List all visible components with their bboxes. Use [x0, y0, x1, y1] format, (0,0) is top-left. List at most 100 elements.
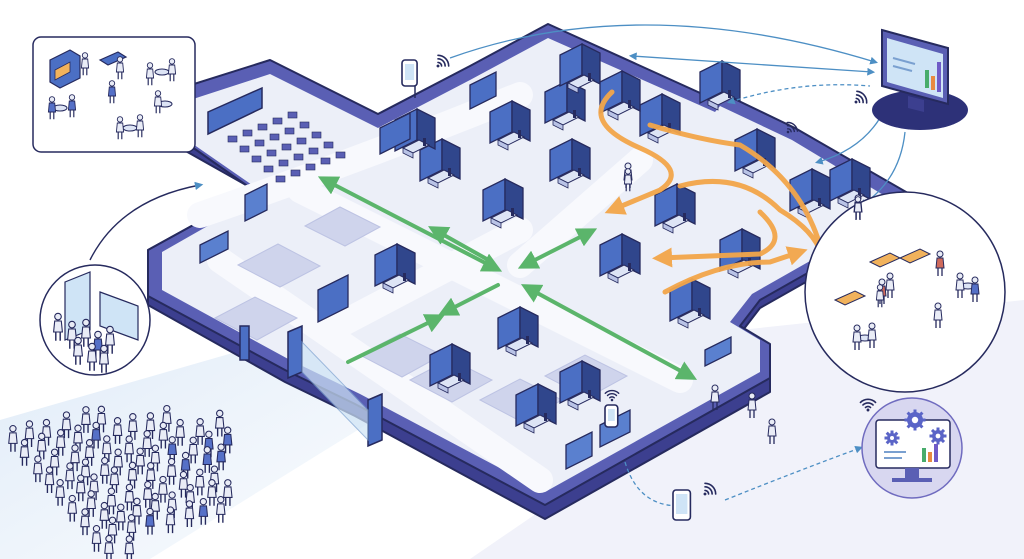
- visitor-body: [711, 392, 719, 402]
- gate-post: [288, 326, 302, 378]
- visitor-body: [56, 437, 64, 448]
- visitor-body: [854, 203, 861, 212]
- wifi-dot: [854, 100, 858, 104]
- visitor-head: [93, 422, 99, 428]
- visitor-head: [109, 81, 114, 86]
- visitor-body: [936, 258, 944, 268]
- visitor-head: [101, 345, 108, 352]
- visitor-head: [169, 437, 175, 443]
- visitor-head: [218, 444, 224, 450]
- visitor-head: [117, 117, 122, 122]
- visitor-head: [98, 406, 104, 412]
- lecture-seat: [282, 144, 291, 150]
- lecture-seat: [255, 140, 264, 146]
- visitor-head: [855, 197, 860, 202]
- visitor-head: [57, 480, 63, 486]
- visitor-body: [103, 443, 111, 454]
- entrance-crowd-callout: [40, 265, 150, 375]
- visitor-body: [146, 516, 154, 527]
- lecture-seat: [321, 158, 330, 164]
- visitor-body: [62, 419, 70, 430]
- lecture-seat: [243, 130, 252, 136]
- visitor-body: [159, 430, 167, 441]
- visitor-head: [75, 425, 81, 431]
- visitor-body: [144, 489, 152, 500]
- lecture-seat: [270, 134, 279, 140]
- visitor-head: [625, 169, 630, 174]
- data-link: [730, 85, 870, 102]
- visitor-head: [118, 504, 124, 510]
- visitor-head: [749, 393, 755, 399]
- visitor-icon: [217, 497, 225, 523]
- visitor-body: [748, 400, 756, 410]
- visitor-head: [83, 319, 90, 326]
- visitor-body: [50, 456, 58, 467]
- visitor-head: [197, 469, 203, 475]
- visitor-head: [152, 493, 158, 499]
- visitor-head: [147, 413, 153, 419]
- visitor-body: [166, 514, 174, 525]
- visitor-body: [136, 455, 144, 466]
- lecture-seat: [309, 148, 318, 154]
- lecture-seat: [273, 118, 282, 124]
- cafe-table: [155, 69, 169, 75]
- chart-bar: [937, 62, 941, 92]
- booth-display-stand: [588, 73, 591, 81]
- lecture-seat: [252, 156, 261, 162]
- visitor-head: [89, 343, 96, 350]
- booth-display-stand: [511, 208, 514, 216]
- visitor-head: [58, 430, 64, 436]
- visitor-body: [176, 427, 184, 438]
- visitor-head: [177, 419, 183, 425]
- visitor-body: [224, 487, 232, 498]
- visitor-body: [147, 470, 155, 481]
- visitor-head: [75, 337, 82, 344]
- visitor-head: [82, 459, 88, 465]
- visitor-head: [10, 426, 16, 432]
- visitor-body: [54, 321, 63, 332]
- visitor-head: [200, 498, 206, 504]
- visitor-body: [108, 87, 115, 96]
- visitor-head: [43, 419, 49, 425]
- visitor-body: [68, 101, 75, 110]
- visitor-head: [164, 405, 170, 411]
- lecture-seat: [240, 146, 249, 152]
- visitor-head: [35, 456, 41, 462]
- phone-screen: [676, 494, 687, 514]
- lecture-seat: [285, 128, 294, 134]
- booth-display-stand: [544, 413, 547, 421]
- visitor-head: [225, 480, 231, 486]
- phone-screen: [405, 64, 414, 80]
- visitor-head: [109, 517, 115, 523]
- visitor-head: [957, 273, 963, 279]
- gear-hole: [912, 417, 918, 423]
- visitor-body: [116, 123, 123, 132]
- gear-icon: [905, 410, 926, 431]
- visitor-head: [69, 95, 74, 100]
- visitor-head: [160, 422, 166, 428]
- visitor-body: [85, 447, 93, 458]
- visitor-body: [934, 310, 942, 320]
- cafe-table: [123, 125, 137, 131]
- visitor-head: [91, 474, 97, 480]
- visitor-head: [69, 495, 75, 501]
- visitor-head: [106, 536, 112, 542]
- visitor-body: [129, 421, 137, 432]
- visitor-head: [55, 313, 62, 320]
- entrance-pillar: [240, 326, 249, 360]
- lounge-callout: [805, 192, 1005, 392]
- lecture-seat: [288, 112, 297, 118]
- visitor-head: [180, 471, 186, 477]
- visitor-body: [77, 482, 85, 493]
- visitor-head: [937, 251, 943, 257]
- booth-display-stand: [403, 273, 406, 281]
- gear-hole: [936, 434, 941, 439]
- lecture-seat: [324, 142, 333, 148]
- visitor-body: [128, 470, 136, 481]
- visitor-head: [877, 285, 882, 290]
- visitor-head: [218, 497, 224, 503]
- visitor-body: [101, 465, 109, 476]
- visitor-head: [209, 480, 215, 486]
- booth-display-stand: [573, 110, 576, 118]
